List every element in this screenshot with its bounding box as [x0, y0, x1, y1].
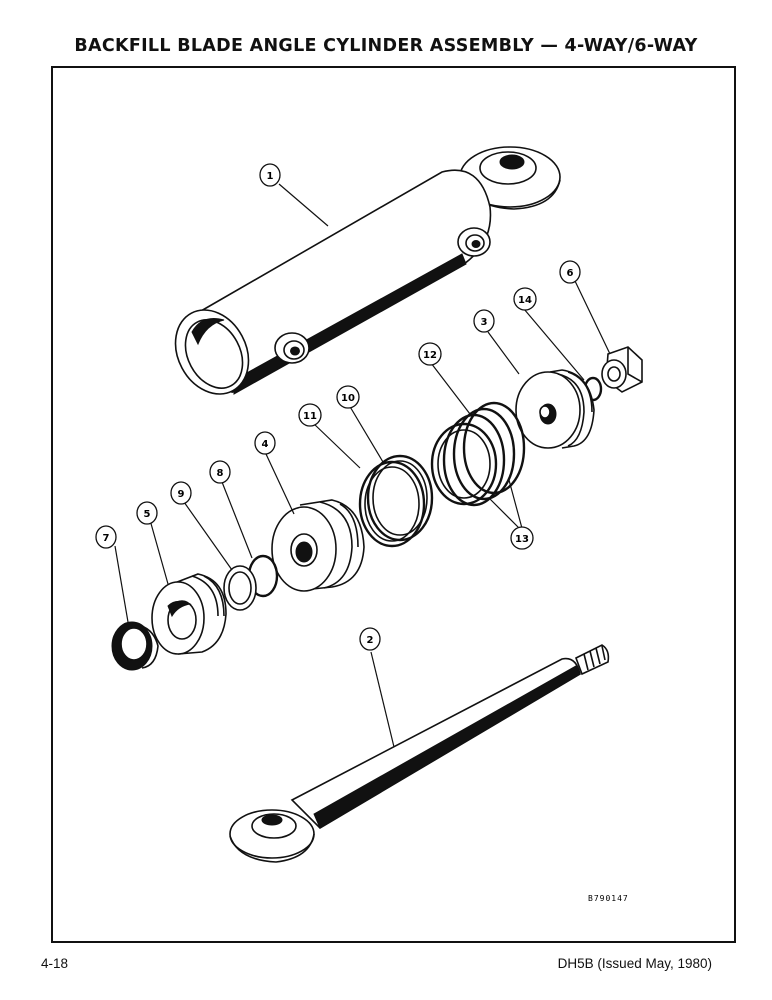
svg-text:14: 14 [518, 295, 532, 306]
svg-text:10: 10 [341, 393, 355, 404]
cylinder-head-part [151, 573, 227, 655]
callout-3: 3 [473, 309, 495, 333]
svg-text:4: 4 [262, 439, 269, 450]
svg-text:9: 9 [178, 489, 185, 500]
svg-text:13: 13 [515, 534, 529, 545]
piston-part [515, 369, 595, 449]
callout-6: 6 [559, 260, 581, 284]
svg-text:5: 5 [144, 509, 151, 520]
exploded-diagram: .ln { fill: none; stroke: #111; stroke-w… [95, 146, 643, 903]
callout-11: 11 [298, 403, 322, 427]
callout-12: 12 [418, 342, 442, 366]
drawing-number: B790147 [588, 894, 629, 903]
callout-13: 13 [510, 526, 534, 550]
callout-2: 2 [359, 627, 381, 651]
page-title: BACKFILL BLADE ANGLE CYLINDER ASSEMBLY —… [74, 36, 698, 56]
piston-rod-part [229, 644, 610, 863]
svg-text:3: 3 [481, 317, 488, 328]
gland-part [271, 499, 365, 592]
callout-8: 8 [209, 460, 231, 484]
callout-14: 14 [513, 287, 537, 311]
cylinder-barrel-part [174, 146, 561, 395]
callout-1: 1 [259, 163, 281, 187]
svg-text:8: 8 [217, 468, 224, 479]
svg-text:12: 12 [423, 350, 437, 361]
callout-9: 9 [170, 481, 192, 505]
seal-rings-part [358, 454, 434, 548]
svg-text:2: 2 [367, 635, 374, 646]
callout-7: 7 [95, 525, 117, 549]
nut-part [601, 346, 643, 393]
diagram-frame: .ln { fill: none; stroke: #111; stroke-w… [51, 66, 736, 943]
rod-seal-part [111, 621, 159, 671]
callout-4: 4 [254, 431, 276, 455]
manual-reference: DH5B (Issued May, 1980) [557, 956, 712, 971]
piston-rings-part [430, 401, 526, 507]
leader-lines [114, 183, 611, 748]
callout-10: 10 [336, 385, 360, 409]
svg-text:7: 7 [103, 533, 110, 544]
svg-text:1: 1 [267, 171, 274, 182]
callout-5: 5 [136, 501, 158, 525]
svg-text:6: 6 [567, 268, 574, 279]
page-number: 4-18 [41, 956, 69, 971]
svg-text:11: 11 [303, 411, 317, 422]
backup-rings-part [223, 554, 279, 611]
